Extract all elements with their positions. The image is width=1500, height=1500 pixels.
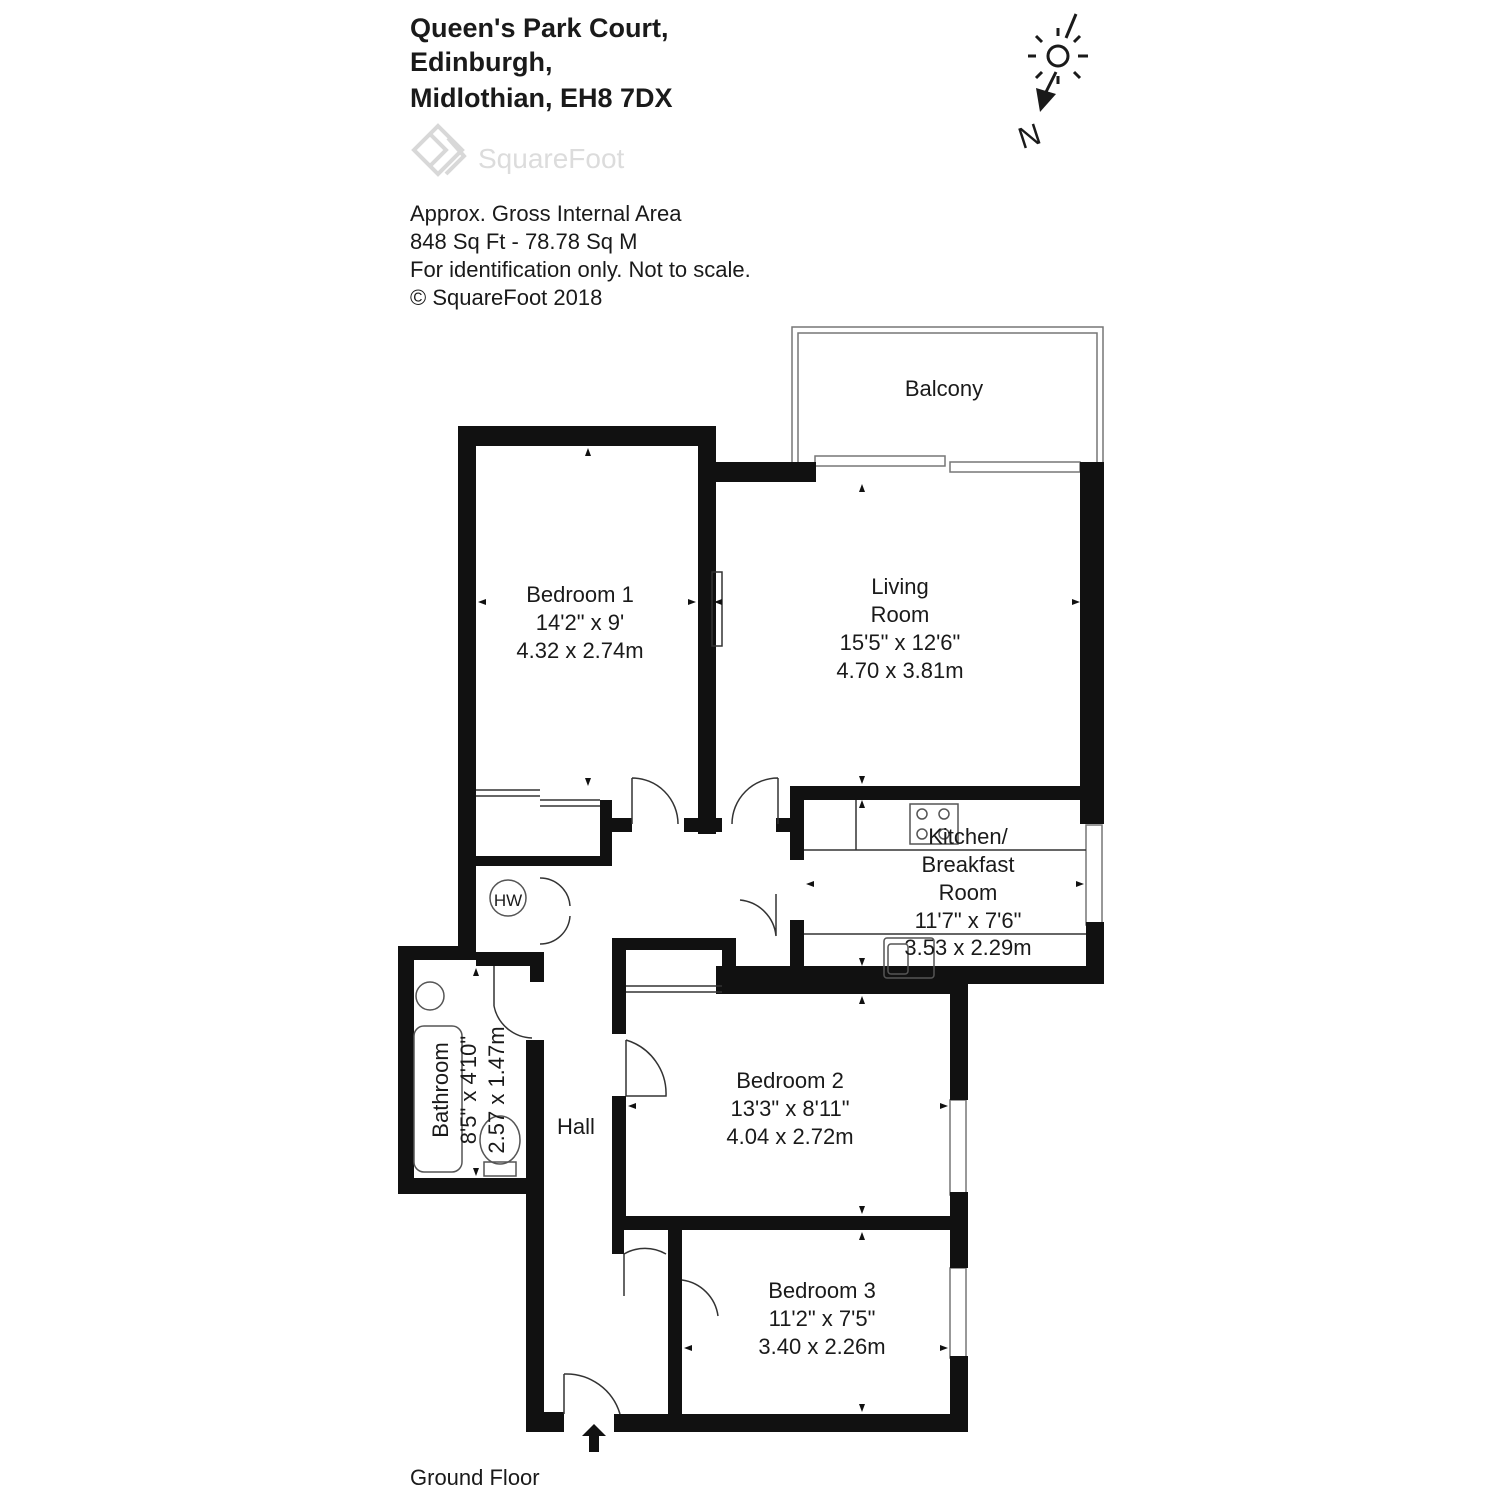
balcony: [791, 326, 1104, 462]
balcony-label: Balcony: [905, 376, 983, 401]
bathroom-metric: 2.57 x 1.47m: [484, 1026, 509, 1153]
living-room-label: Living Room 15'5" x 12'6" 4.70 x 3.81m: [836, 574, 963, 683]
living-imperial: 15'5" x 12'6": [840, 630, 961, 655]
compass: N: [1014, 13, 1088, 156]
bedroom3-label: Bedroom 3 11'2" x 7'5" 3.40 x 2.26m: [758, 1278, 885, 1359]
north-arrow-icon: [1036, 88, 1056, 112]
fixtures: [413, 803, 959, 1177]
sink-icon: [883, 937, 935, 979]
hot-water-cylinder-icon: [489, 879, 527, 917]
address-line-3: Midlothian, EH8 7DX: [410, 83, 673, 113]
dimension-markers: [473, 448, 1084, 1412]
doors: [493, 777, 779, 1415]
walls: [398, 426, 1104, 1432]
logo-text: SquareFoot: [478, 143, 625, 174]
entrance-arrow-icon: [582, 1424, 606, 1452]
disclaimer: For identification only. Not to scale.: [410, 257, 751, 282]
hot-water-label: HW: [494, 891, 522, 910]
kitchen-name-3: Room: [939, 880, 998, 905]
bedroom2-imperial: 13'3" x 8'11": [730, 1096, 849, 1121]
floor-label: Ground Floor: [410, 1465, 540, 1490]
kitchen-label: Kitchen/ Breakfast Room 11'7" x 7'6" 3.5…: [904, 824, 1031, 960]
squarefoot-logo: SquareFoot: [411, 123, 625, 177]
basin-icon: [415, 981, 445, 1011]
living-name-1: Living: [871, 574, 928, 599]
address-line-2: Edinburgh,: [410, 47, 553, 77]
gross-area-label: Approx. Gross Internal Area: [410, 201, 682, 226]
bedroom1-name: Bedroom 1: [526, 582, 634, 607]
sun-icon: [1028, 28, 1088, 84]
kitchen-name-1: Kitchen/: [928, 824, 1008, 849]
copyright: © SquareFoot 2018: [410, 285, 603, 310]
bathroom-imperial: 8'5" x 4'10": [456, 1036, 481, 1144]
bedroom3-metric: 3.40 x 2.26m: [758, 1334, 885, 1359]
living-metric: 4.70 x 3.81m: [836, 658, 963, 683]
kitchen-metric: 3.53 x 2.29m: [904, 935, 1031, 960]
bedroom3-imperial: 11'2" x 7'5": [769, 1306, 876, 1331]
bedroom1-imperial: 14'2" x 9': [536, 610, 624, 635]
bath-icon: [413, 1025, 463, 1173]
toilet-icon: [479, 1115, 521, 1165]
bedroom2-label: Bedroom 2 13'3" x 8'11" 4.04 x 2.72m: [726, 1068, 853, 1149]
bedroom1-metric: 4.32 x 2.74m: [516, 638, 643, 663]
bathroom-name: Bathroom: [428, 1042, 453, 1137]
hob-icon: [909, 803, 959, 845]
bedroom2-name: Bedroom 2: [736, 1068, 844, 1093]
north-label: N: [1014, 118, 1045, 156]
kitchen-name-2: Breakfast: [922, 852, 1015, 877]
kitchen-imperial: 11'7" x 7'6": [915, 908, 1022, 933]
gross-area-value: 848 Sq Ft - 78.78 Sq M: [410, 229, 638, 254]
partitions: [476, 571, 1086, 993]
living-name-2: Room: [871, 602, 930, 627]
bedroom1-label: Bedroom 1 14'2" x 9' 4.32 x 2.74m: [516, 582, 643, 663]
hall-label: Hall: [557, 1114, 595, 1139]
bedroom3-name: Bedroom 3: [768, 1278, 876, 1303]
address-line-1: Queen's Park Court,: [410, 13, 669, 43]
bathroom-label: Bathroom 8'5" x 4'10" 2.57 x 1.47m: [428, 1026, 509, 1153]
bedroom2-metric: 4.04 x 2.72m: [726, 1124, 853, 1149]
